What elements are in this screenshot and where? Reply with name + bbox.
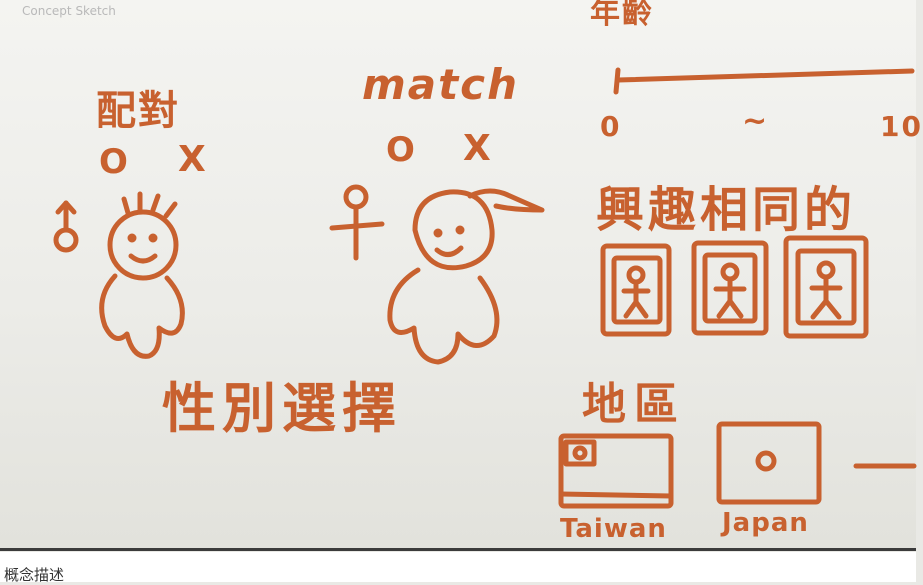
male-figure (99, 191, 185, 359)
pairing-title: 配對 (96, 88, 180, 134)
footer-label-partial: 概念描述 (4, 566, 65, 584)
caption: Concept Sketch (22, 4, 116, 18)
sketch-drawings (53, 67, 917, 509)
pairing-no: X (178, 139, 208, 180)
japan-flag-icon (716, 421, 822, 505)
taiwan-label: Taiwan (560, 514, 667, 544)
footer: 概念描述 (0, 552, 916, 584)
age-slider (613, 67, 915, 95)
whiteboard: Concept Sketch (0, 0, 921, 548)
region-label: 地區 (582, 379, 686, 430)
taiwan-flag-icon (558, 433, 674, 509)
gender-selection-label: 性別選擇 (162, 377, 402, 440)
same-interest-label: 興趣相同的 (596, 182, 857, 238)
japan-label: Japan (722, 508, 809, 538)
female-figure (387, 188, 545, 365)
profile-card (600, 243, 672, 337)
match-no: X (463, 128, 493, 169)
profile-card (691, 240, 769, 336)
male-symbol-icon (53, 200, 79, 253)
pairing-yes: O (99, 142, 130, 182)
age-heading-partial: 年齡 (590, 0, 654, 31)
age-separator: ~ (742, 104, 770, 139)
age-max: 10 (880, 110, 923, 143)
divider (0, 548, 916, 551)
match-title: match (362, 60, 519, 109)
profile-card (783, 235, 869, 339)
match-yes: O (386, 130, 417, 170)
female-symbol-icon (329, 184, 385, 261)
age-min: 0 (600, 110, 622, 143)
